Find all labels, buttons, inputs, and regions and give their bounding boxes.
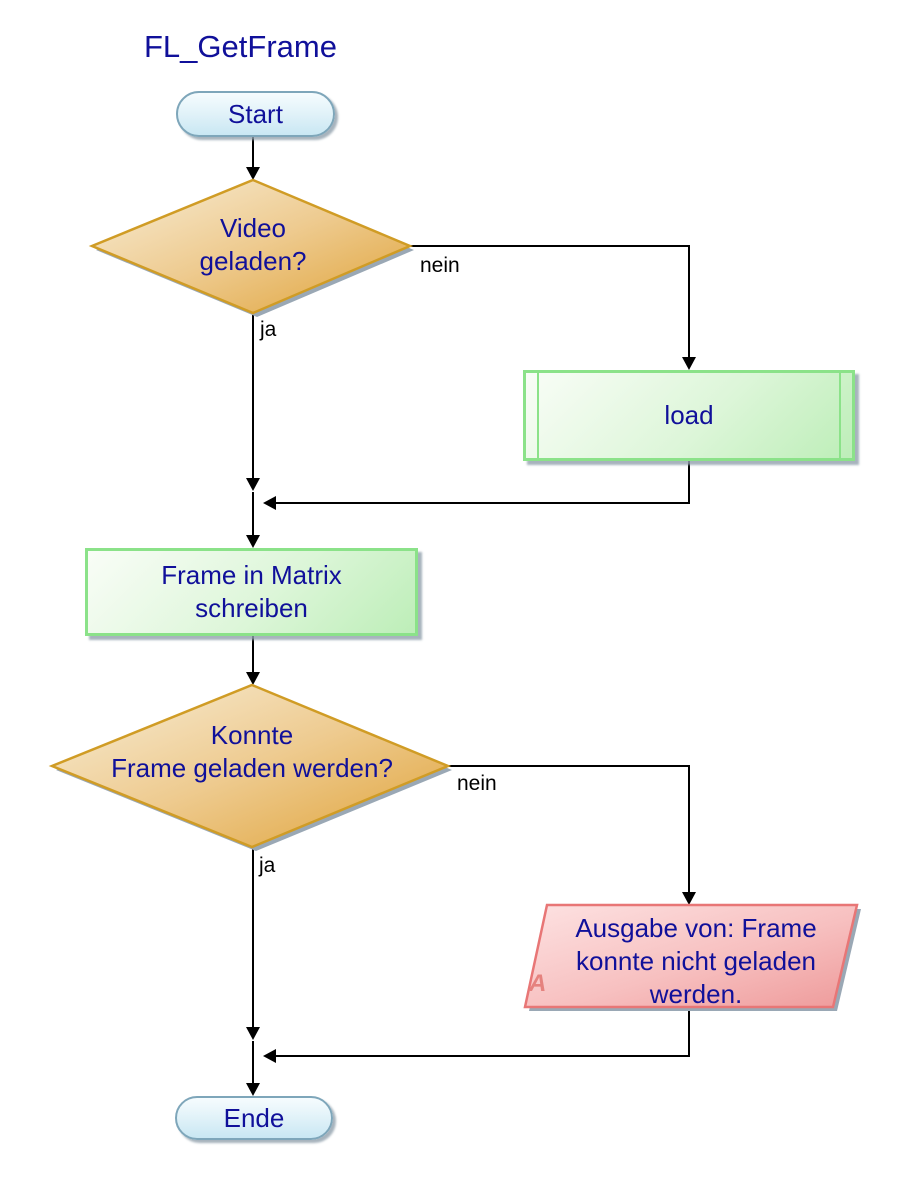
node-start: Start — [176, 91, 335, 137]
node-load: load — [523, 370, 855, 461]
node-end: Ende — [175, 1096, 333, 1140]
node-output-error-label: Ausgabe von: Frame konnte nicht geladen … — [545, 912, 847, 1011]
arrowhead-into-end — [246, 1083, 260, 1096]
arrowhead-into-decision-frame — [246, 672, 260, 685]
decision-frame-line1: Konnte — [210, 720, 294, 750]
arrowhead-merge2-left — [263, 1049, 276, 1063]
edge-label-frame-nein: nein — [457, 772, 497, 795]
edge-decision-video-nein-to-load — [410, 245, 690, 357]
edge-label-video-nein: nein — [420, 254, 460, 277]
arrowhead-into-output — [682, 892, 696, 905]
arrowhead-into-merge2 — [246, 1027, 260, 1040]
node-end-label: Ende — [223, 1102, 285, 1133]
node-decision-frame-label: Konnte Frame geladen werden? — [52, 719, 452, 785]
edge-decision-frame-nein-to-output — [448, 765, 690, 892]
output-error-line1: Ausgabe von: Frame — [575, 913, 817, 943]
predefined-process-left-bar — [537, 373, 539, 458]
edge-output-to-merge2 — [276, 1007, 690, 1057]
edge-label-video-ja: ja — [260, 318, 277, 341]
arrowhead-merge1-left — [263, 496, 276, 510]
arrowhead-into-process — [246, 535, 260, 548]
process-frame-line2: schreiben — [195, 593, 308, 623]
arrowhead-into-load — [682, 357, 696, 370]
edge-load-to-merge1 — [276, 461, 690, 504]
node-start-label: Start — [228, 98, 283, 129]
edge-label-frame-ja: ja — [259, 854, 276, 877]
process-frame-line1: Frame in Matrix — [161, 560, 342, 590]
output-error-line2: konnte nicht geladen — [576, 946, 816, 976]
diagram-title: FL_GetFrame — [144, 29, 337, 64]
arrowhead-into-merge1 — [246, 478, 260, 491]
output-error-shape — [523, 903, 859, 1009]
output-error-line3: werden. — [649, 979, 743, 1009]
arrowhead-into-decision-video — [246, 167, 260, 180]
output-error-corner-marker: A — [529, 970, 547, 997]
decision-video-line2: geladen? — [199, 246, 307, 276]
node-load-label: load — [664, 400, 714, 430]
decision-video-line1: Video — [219, 213, 287, 243]
decision-video-shape — [88, 178, 414, 315]
predefined-process-right-bar — [839, 373, 841, 458]
decision-frame-line2: Frame geladen werden? — [111, 753, 393, 783]
node-process-frame: Frame in Matrix schreiben — [85, 548, 418, 636]
decision-frame-shape — [48, 683, 452, 849]
node-decision-video-label: Video geladen? — [93, 212, 413, 278]
